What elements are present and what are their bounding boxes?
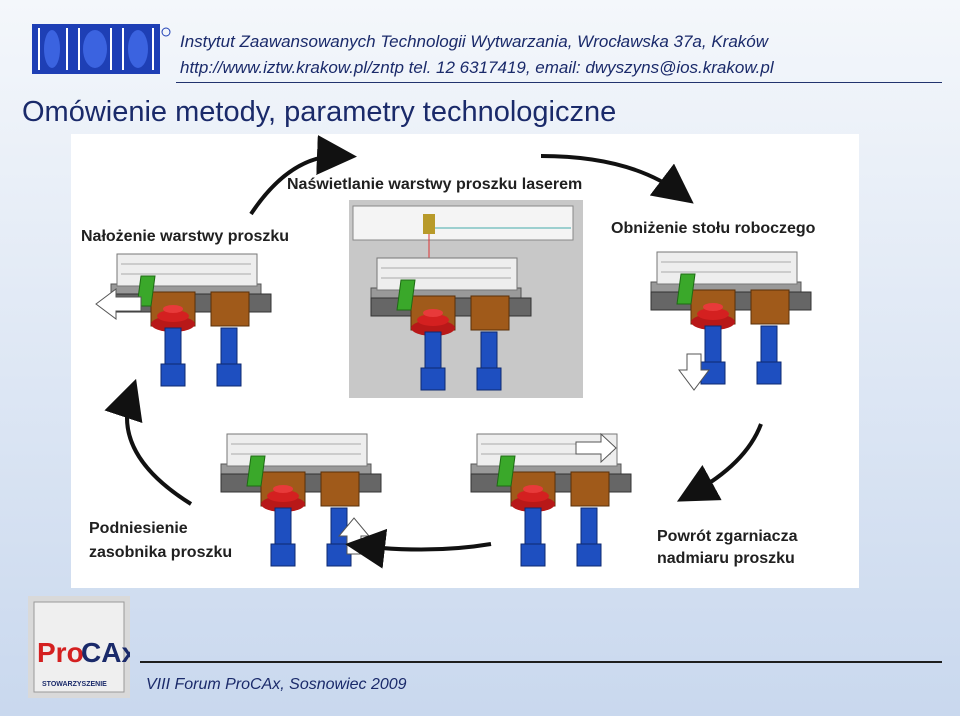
arrow-to-lower <box>540 154 694 204</box>
contact-info: http://www.iztw.krakow.pl/zntp tel. 12 6… <box>180 58 774 77</box>
step-apply-label: Nałożenie warstwy proszku <box>81 228 290 245</box>
svg-text:CAx: CAx <box>81 637 130 668</box>
machine-return-wiper <box>470 432 632 567</box>
step-raise-label-2: zasobnika proszku <box>89 544 233 561</box>
arrow-to-apply <box>104 378 193 506</box>
step-return-label-2: nadmiaru proszku <box>657 550 795 567</box>
arrow-to-return <box>676 423 763 502</box>
step-laser-label: Naświetlanie warstwy proszku laserem <box>287 176 583 193</box>
arrow-to-laser <box>249 135 357 216</box>
slide-title: Omówienie metody, parametry technologicz… <box>22 96 617 128</box>
step-raise-label-1: Podniesienie <box>89 520 188 537</box>
procax-logo: Pro CAx STOWARZYSZENIE <box>28 596 137 698</box>
institute-name: Instytut Zaawansowanych Technologii Wytw… <box>180 32 769 51</box>
ios-logo <box>32 24 172 78</box>
machine-laser <box>349 200 583 398</box>
arrow-to-raise <box>345 528 492 569</box>
footer-divider <box>140 661 942 663</box>
step-lower-label: Obniżenie stołu roboczego <box>611 220 816 237</box>
header-divider <box>176 82 942 83</box>
machine-apply-powder <box>95 253 272 387</box>
machine-raise-hopper <box>220 433 382 567</box>
process-cycle-diagram: Naświetlanie warstwy proszku laserem Nał… <box>71 134 859 588</box>
step-return-label-1: Powrót zgarniacza <box>657 528 798 545</box>
footer-event: VIII Forum ProCAx, Sosnowiec 2009 <box>146 676 407 693</box>
svg-text:STOWARZYSZENIE: STOWARZYSZENIE <box>42 681 107 688</box>
svg-text:Pro: Pro <box>37 637 84 668</box>
machine-lower-table <box>650 251 812 391</box>
